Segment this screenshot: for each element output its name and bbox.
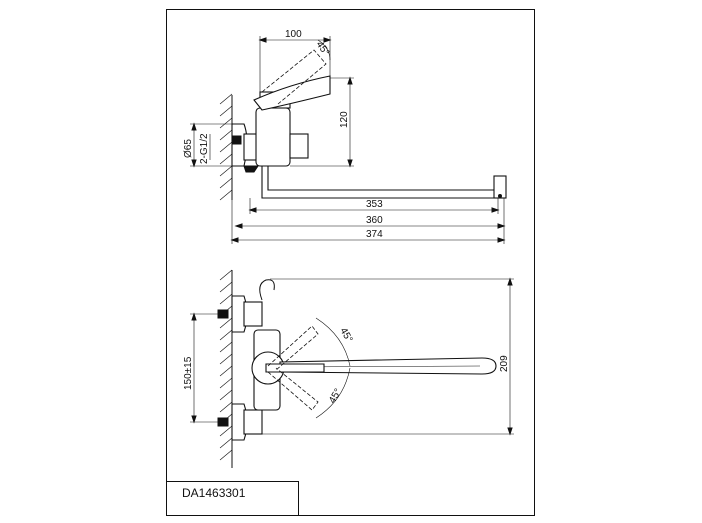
thread-marker <box>232 135 242 145</box>
upper-eccentric <box>243 301 263 327</box>
lower-eccentric <box>243 409 263 435</box>
drawing-frame <box>166 9 535 516</box>
swing-spout <box>279 357 497 375</box>
front-lever-down <box>267 367 319 411</box>
angle-arc-top <box>317 39 331 61</box>
dim-handle-reach: 100 <box>285 29 302 40</box>
front-lever <box>265 363 325 373</box>
dim-height: 120 <box>339 111 350 128</box>
upper-thread-marker <box>217 309 229 319</box>
dim-overall-length: 374 <box>366 229 383 240</box>
title-block <box>166 481 299 516</box>
mixer-body <box>255 107 291 167</box>
lever-handle-alt-position <box>261 49 327 105</box>
product-code: DA1463301 <box>182 486 246 500</box>
front-view: 45° 45° 150±15 209 <box>183 269 514 468</box>
front-lever-up <box>267 325 319 371</box>
dim-handle-angle: 45° <box>314 39 332 58</box>
lower-thread-marker <box>217 417 229 427</box>
angle-arc-upper <box>315 317 351 367</box>
dim-center-distance: 150±15 <box>183 356 194 390</box>
wall-hatching-top <box>219 93 233 201</box>
side-view: 100 45° 120 Ø65 2-G1/2 353 360 <box>183 29 507 244</box>
dim-overall-height: 209 <box>499 355 510 372</box>
dim-escutcheon-diameter: Ø65 <box>183 139 194 158</box>
dim-spout-length-1: 353 <box>366 199 383 210</box>
dim-spout-length-2: 360 <box>366 215 383 226</box>
angle-arc-lower <box>315 367 351 419</box>
seal-ring <box>243 165 259 173</box>
lever-handle <box>253 75 331 111</box>
dim-swing-angle-upper: 45° <box>337 326 354 345</box>
shower-hook <box>259 279 275 301</box>
diverter-knob <box>289 133 309 159</box>
dim-swing-angle-lower: 45° <box>327 387 344 406</box>
spout <box>261 165 505 199</box>
dim-thread: 2-G1/2 <box>199 133 210 164</box>
wall-hatching-front <box>219 269 233 468</box>
outlet-marker <box>498 194 502 198</box>
